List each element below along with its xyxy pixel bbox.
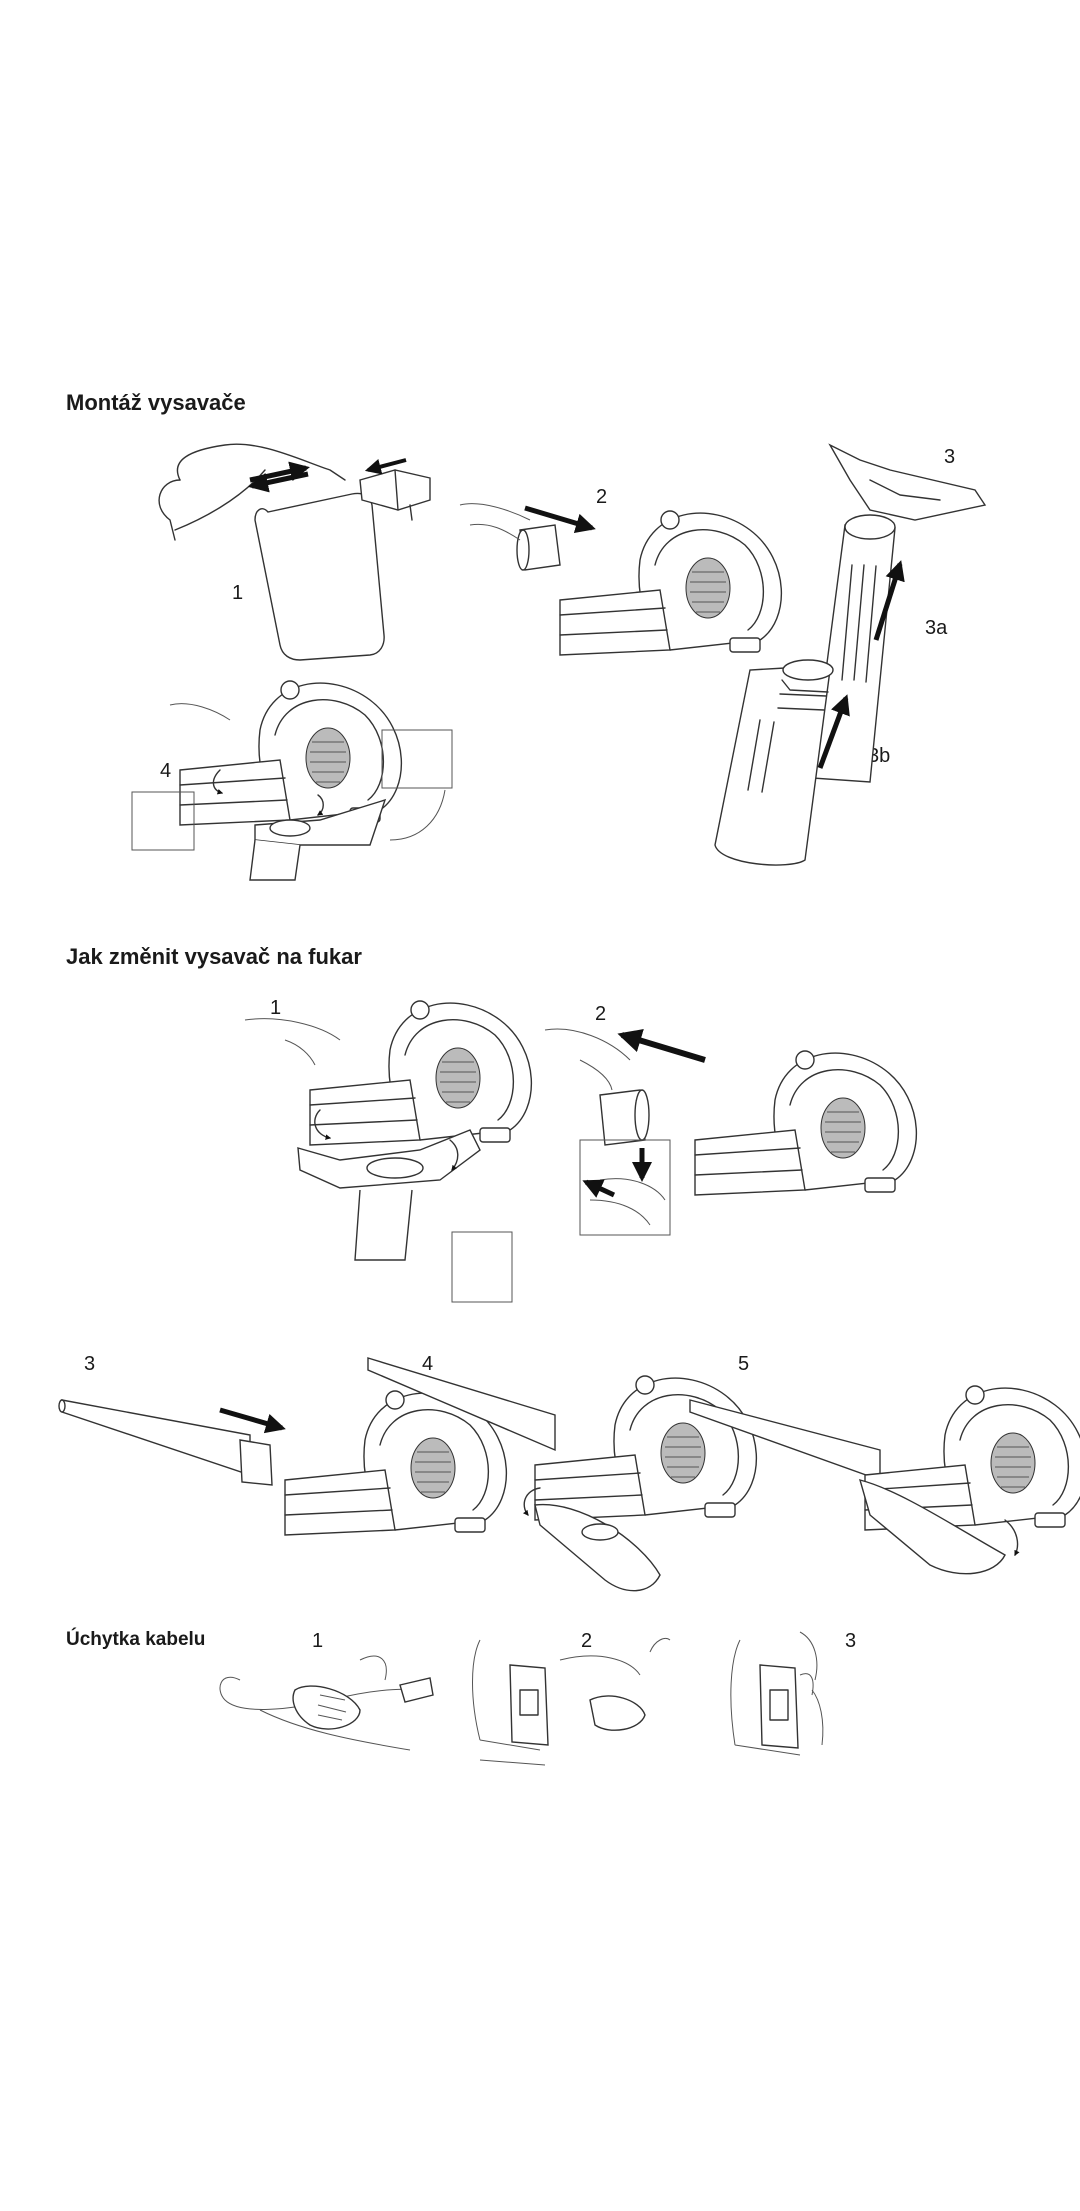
assembly-step-4-label: 4	[160, 760, 172, 782]
cable-fig-2	[472, 1638, 671, 1766]
cable-fig-3	[730, 1631, 824, 1756]
blower-step-3-label: 3	[84, 1353, 96, 1375]
cable-fig-1	[219, 1655, 434, 1751]
assembly-fig-3-tubes	[714, 443, 987, 866]
blower-step-2-label: 2	[595, 1003, 607, 1025]
assembly-fig-4-attach	[131, 680, 453, 881]
cable-step-1-label: 1	[312, 1630, 324, 1652]
assembly-step-1-label: 1	[232, 582, 244, 604]
section-title-cable-holder: Úchytka kabelu	[66, 1629, 206, 1650]
blower-step-1-label: 1	[270, 997, 282, 1019]
cable-step-2-label: 2	[581, 1630, 593, 1652]
assembly-fig-1-bag	[158, 443, 431, 661]
assembly-fig-2-tube	[459, 503, 783, 656]
blower-fig-4	[367, 1357, 758, 1592]
blower-step-4-label: 4	[422, 1353, 434, 1375]
blower-fig-3	[58, 1390, 508, 1536]
assembly-step-3-label: 3	[944, 446, 956, 468]
blower-fig-2	[544, 1028, 918, 1236]
section-title-assembly: Montáž vysavače	[66, 390, 246, 415]
blower-fig-1	[244, 1000, 533, 1303]
blower-step-5-label: 5	[738, 1353, 750, 1375]
blower-fig-5	[689, 1385, 1080, 1575]
assembly-step-2-label: 2	[596, 486, 608, 508]
cable-step-3-label: 3	[845, 1630, 857, 1652]
section-title-convert-to-blower: Jak změnit vysavač na fukar	[66, 944, 362, 969]
assembly-step-3a-label: 3a	[925, 617, 948, 639]
